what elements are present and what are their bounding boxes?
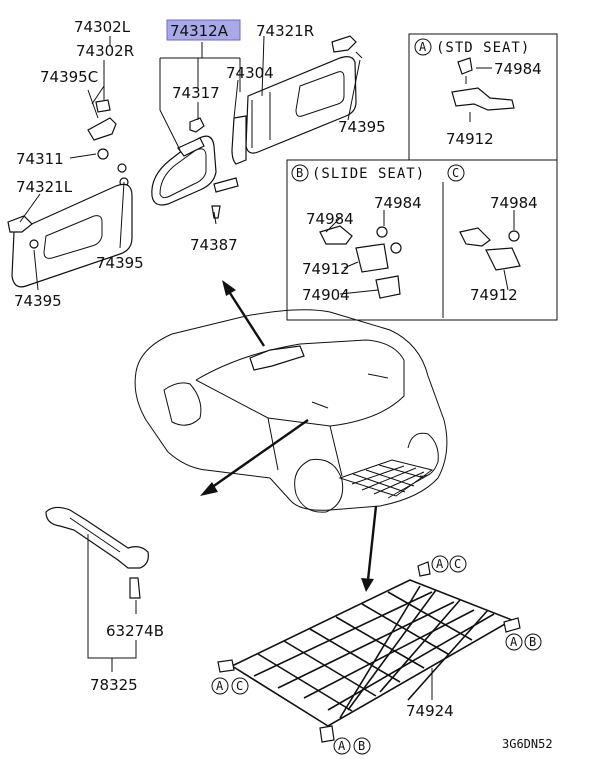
label-74311: 74311 <box>16 150 64 168</box>
callout-net-bottom-1: A <box>338 739 346 753</box>
std-seat-title: (STD SEAT) <box>436 40 530 56</box>
label-74924: 74924 <box>406 702 454 720</box>
callout-net-top-1: A <box>436 557 444 571</box>
label-74984-b1: 74984 <box>374 194 422 212</box>
label-74321R: 74321R <box>256 22 314 40</box>
callout-net-bottom-2: B <box>358 739 365 753</box>
callouts: A C A B A C A B <box>211 555 542 755</box>
seat-boxes <box>286 33 558 321</box>
label-74302L: 74302L <box>74 18 131 36</box>
label-74312A: 74312A <box>170 22 229 40</box>
label-74387: 74387 <box>190 236 238 254</box>
circle-a-std: A <box>419 40 427 54</box>
label-74321L: 74321L <box>16 178 73 196</box>
label-74984-c: 74984 <box>490 194 538 212</box>
part-labels: 74302L 74312A 74321R 74302R 74395C 74304… <box>14 18 542 720</box>
right-sun-visor <box>245 56 357 154</box>
label-74304: 74304 <box>226 64 274 82</box>
callout-net-right-2: B <box>529 635 536 649</box>
highlight-box <box>166 19 241 41</box>
label-74317: 74317 <box>172 84 220 102</box>
label-74912-a: 74912 <box>446 130 494 148</box>
cargo-net <box>217 561 521 743</box>
assist-grip <box>45 506 149 672</box>
label-74912-b: 74912 <box>302 260 350 278</box>
label-74912-c: 74912 <box>470 286 518 304</box>
label-74302R: 74302R <box>76 42 134 60</box>
mirror-visor-group <box>7 35 363 291</box>
label-74904: 74904 <box>302 286 350 304</box>
label-74395-left-bot: 74395 <box>14 292 62 310</box>
callout-net-left-1: A <box>216 679 224 693</box>
vehicle-outline <box>134 309 448 513</box>
label-74395-left-mid: 74395 <box>96 254 144 272</box>
box-headings: A (STD SEAT) B (SLIDE SEAT) C <box>291 38 530 182</box>
rear-view-mirror <box>151 135 217 206</box>
label-74395C: 74395C <box>40 68 98 86</box>
left-sun-visor <box>11 183 133 288</box>
label-78325: 78325 <box>90 676 138 694</box>
label-63274B: 63274B <box>106 622 164 640</box>
callout-net-left-2: C <box>236 679 243 693</box>
label-74984-a: 74984 <box>494 60 542 78</box>
slide-seat-box <box>286 159 558 321</box>
slide-seat-title: (SLIDE SEAT) <box>312 166 425 182</box>
diagram-code: 3G6DN52 <box>502 737 553 751</box>
label-74984-b2: 74984 <box>306 210 354 228</box>
circle-b-slide: B <box>296 166 303 180</box>
callout-net-right-1: A <box>510 635 518 649</box>
label-74395-right: 74395 <box>338 118 386 136</box>
callout-net-top-2: C <box>454 557 461 571</box>
arrows <box>200 280 378 592</box>
circle-c-slide: C <box>452 166 459 180</box>
